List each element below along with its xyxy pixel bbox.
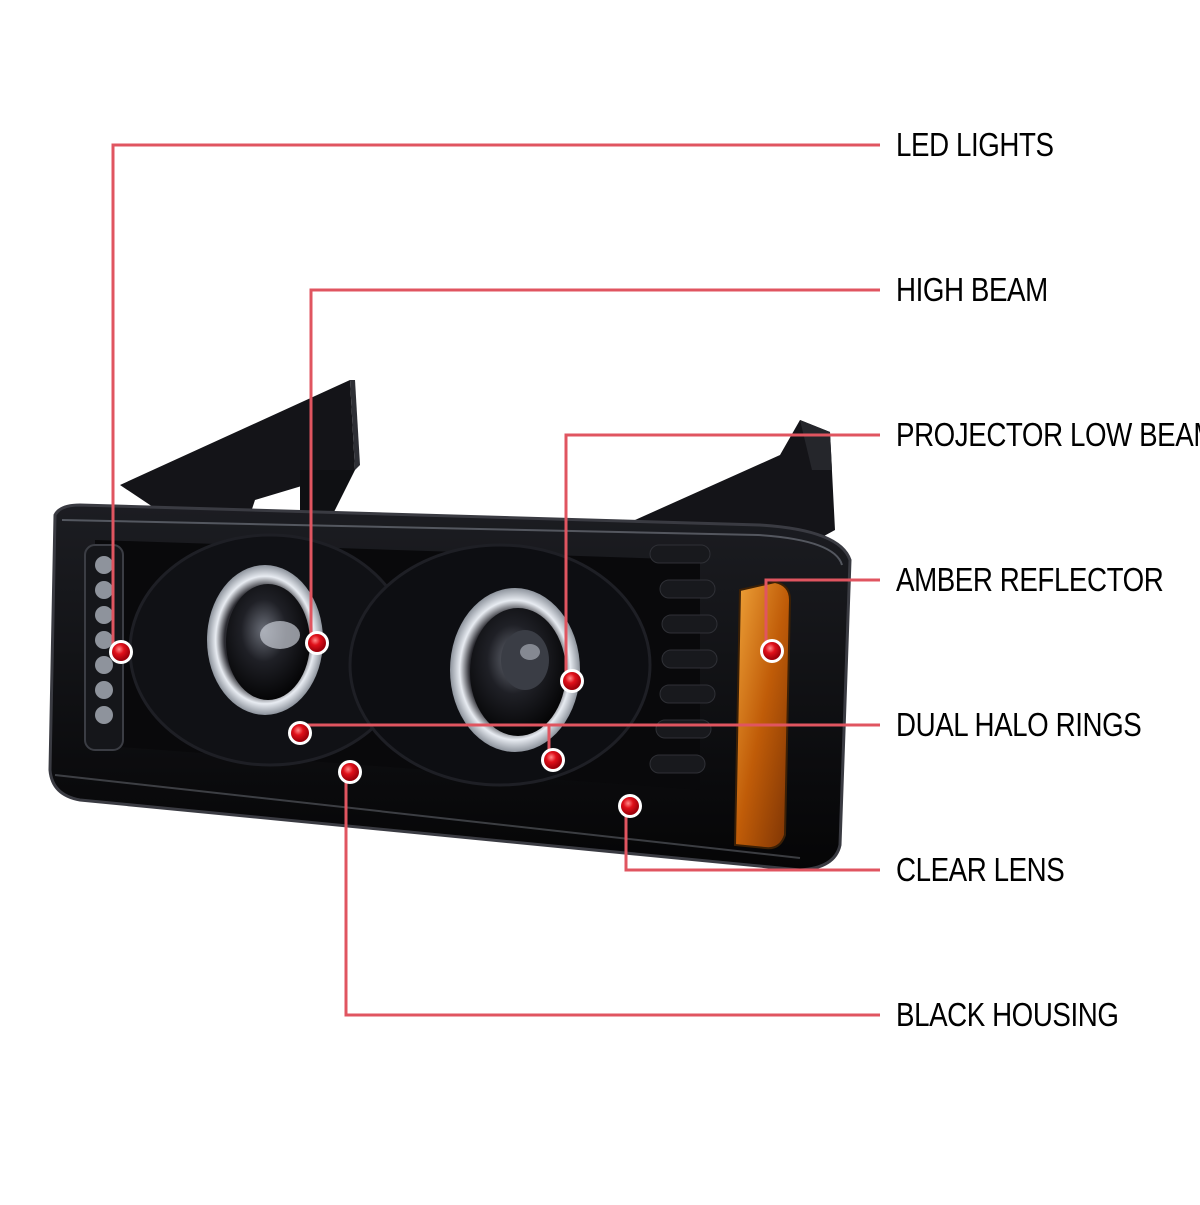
callout-markers bbox=[109, 631, 784, 818]
amber-reflector-leader-line bbox=[764, 578, 880, 648]
projector-low-beam-marker-dot bbox=[563, 672, 581, 690]
projector-low-beam-leader-line bbox=[564, 433, 880, 678]
high-beam-halo bbox=[207, 565, 323, 715]
led-lights-label: LED LIGHTS bbox=[896, 126, 1054, 163]
clear-lens-leader-line bbox=[624, 805, 880, 872]
high-beam-marker-dot bbox=[308, 634, 326, 652]
led-lights-leader-line bbox=[111, 143, 880, 652]
clear-lens-label: CLEAR LENS bbox=[896, 851, 1065, 888]
projector-low-beam-label: PROJECTOR LOW BEAM bbox=[896, 416, 1200, 453]
amber-reflector-lens bbox=[733, 580, 792, 850]
projector-halo bbox=[450, 588, 580, 752]
clear-lens-marker-dot bbox=[621, 797, 639, 815]
high-beam-label: HIGH BEAM bbox=[896, 271, 1048, 308]
dual-halo-rings-marker-dot bbox=[544, 751, 562, 769]
black-housing-label: BLACK HOUSING bbox=[896, 996, 1119, 1033]
headlight-housing bbox=[48, 503, 852, 872]
black-housing-marker-dot bbox=[341, 763, 359, 781]
amber-reflector-label: AMBER REFLECTOR bbox=[896, 561, 1164, 598]
dual-halo-rings-label: DUAL HALO RINGS bbox=[896, 706, 1142, 743]
dual-halo-rings-marker-dot bbox=[291, 724, 309, 742]
led-lights-marker-dot bbox=[112, 643, 130, 661]
black-housing-leader-line bbox=[344, 772, 880, 1017]
amber-reflector-marker-dot bbox=[763, 642, 781, 660]
high-beam-leader-line bbox=[309, 288, 880, 640]
